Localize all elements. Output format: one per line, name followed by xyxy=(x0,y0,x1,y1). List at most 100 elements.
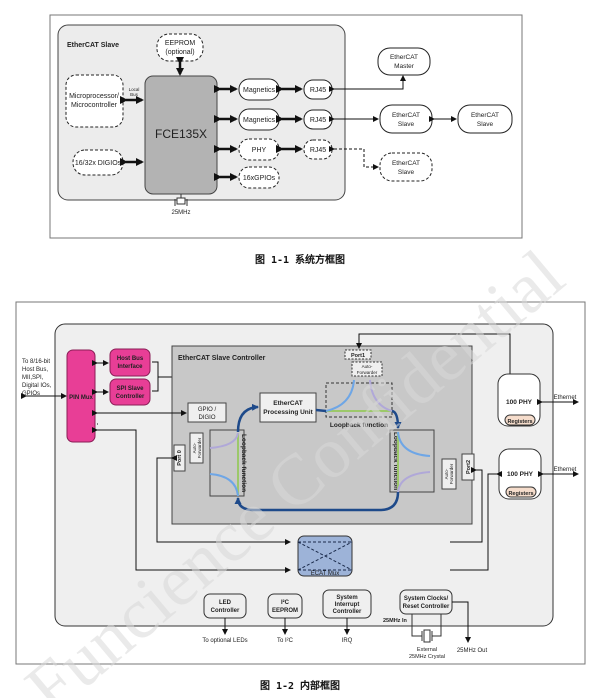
top-to-right-path xyxy=(391,409,402,429)
port1-block xyxy=(344,349,372,360)
phy-2-registers-label: Registers xyxy=(508,491,533,497)
microprocessor-block xyxy=(65,74,124,128)
system-clocks-reset-controller-block xyxy=(399,589,453,615)
auto-fwd-0-label-2: Forwarder xyxy=(197,437,202,458)
to-i2c-label: To I²C xyxy=(277,638,294,644)
figure-1-system-block-diagram: EtherCAT Slave EEPROM (optional) FCE135X… xyxy=(49,14,523,239)
master-label-2: Master xyxy=(394,63,415,70)
rj45-3-label: RJ45 xyxy=(310,147,326,154)
mhz-out-wire xyxy=(452,601,471,643)
port2-auto-forwarder xyxy=(441,458,457,490)
eeprom-block xyxy=(156,33,204,62)
crystal-in-wire xyxy=(411,614,422,637)
port1-label: Port1 xyxy=(351,353,365,359)
led-label-1: LED xyxy=(219,600,232,606)
spi-slave-controller-block xyxy=(109,378,151,406)
eeprom-label: EEPROM xyxy=(165,40,196,47)
i2c-label-2: EEPROM xyxy=(272,608,298,614)
rj45-3-block xyxy=(303,139,333,160)
right-blue-path xyxy=(397,431,431,457)
epu-label-1: EtherCAT xyxy=(273,400,303,407)
gpio-digio-block xyxy=(187,402,227,423)
digio-label: 16/32x DIGIOs xyxy=(75,160,122,167)
figure-2-internal-block-diagram: To 8/16-bit Host Bus, MII,SPI, Digital I… xyxy=(15,301,586,665)
rj45-2-label: RJ45 xyxy=(310,117,326,124)
ethercat-slave-node-2 xyxy=(457,104,513,134)
phy-2-registers xyxy=(505,486,537,498)
loopback-right-block xyxy=(389,429,435,493)
host-label-1: To 8/16-bit xyxy=(22,359,50,365)
port2-label: Port2 xyxy=(466,460,472,474)
auto-fwd-2-label-2: Forwarder xyxy=(449,463,454,484)
gpio-label-2: DIGIO xyxy=(198,415,215,421)
slave2-label-1: EtherCAT xyxy=(471,112,499,119)
ethercat-master-node xyxy=(377,47,431,76)
ethercat-slave-group-label: EtherCAT Slave xyxy=(67,42,119,49)
figure-2-caption: 图 1-2 内部框图 xyxy=(260,679,340,692)
local-bus-label: Local xyxy=(129,87,140,92)
sic-label-2: Interrupt xyxy=(335,602,360,608)
ecat-mux-crossing-icon xyxy=(297,541,353,571)
ext-crystal-label-2: 25MHz Crystal xyxy=(409,654,445,660)
irq-label: IRQ xyxy=(342,638,353,644)
spi-label-1: SPI Slave xyxy=(116,386,144,392)
host-bus-interface-block xyxy=(109,348,151,377)
port1-auto-forwarder xyxy=(351,361,383,377)
phy-label: PHY xyxy=(252,147,267,154)
sic-label-1: System xyxy=(336,595,357,601)
microprocessor-label: Microprocessor/ xyxy=(69,93,119,100)
esc-label: EtherCAT Slave Controller xyxy=(178,355,266,362)
microcontroller-label: Microcontroller xyxy=(71,102,118,109)
phy-1-registers-label: Registers xyxy=(507,419,532,425)
host-bus-label-2: Interface xyxy=(117,364,143,370)
crystal-out-wire xyxy=(432,614,442,637)
slave1-label-2: Slave xyxy=(398,121,415,128)
phy-2-label: 100 PHY xyxy=(507,471,534,478)
clk-label-2: Reset Controller xyxy=(403,604,450,610)
chip-name: FCE135X xyxy=(155,127,207,141)
auto-fwd-1-label-1: Auto- xyxy=(362,364,373,369)
ethercat-slave-node-3 xyxy=(379,152,433,182)
ethernet-2-label: Ethernet xyxy=(554,467,577,473)
figure-1-caption: 图 1-1 系统方框图 xyxy=(255,253,345,266)
port2-mux-link xyxy=(450,467,483,543)
gpio-label-1: GPIO / xyxy=(198,407,217,413)
i2c-label-1: I²C xyxy=(281,599,290,606)
right-lavender-path xyxy=(397,471,431,493)
auto-fwd-1-label-2: Forwarder xyxy=(357,370,378,375)
epu-label-2: Processing Unit xyxy=(263,409,313,416)
spi-label-2: Controller xyxy=(116,394,145,400)
port0-label: Port 0 xyxy=(177,450,183,466)
phy-1-registers xyxy=(504,414,536,426)
loopback-right-label: Loopback function xyxy=(392,432,399,490)
i2c-eeprom-block xyxy=(267,593,303,619)
pinmux-mux-link xyxy=(92,427,291,573)
epu-to-top-path xyxy=(315,408,327,413)
ethercat-processing-unit xyxy=(259,392,317,423)
master-label-1: EtherCAT xyxy=(390,54,418,61)
rj45-1-label: RJ45 xyxy=(310,87,326,94)
eeprom-optional-label: (optional) xyxy=(165,49,194,56)
pin-mux-block xyxy=(66,349,96,443)
crystal-label: 25MHz xyxy=(171,210,190,216)
magnetics-1-label: Magnetics xyxy=(243,87,275,94)
phy2-mux-link xyxy=(450,471,502,571)
phy1-port1-link xyxy=(356,333,511,398)
clk-label-1: System Clocks/ xyxy=(404,596,449,602)
mhz-in-label: 25MHz In xyxy=(383,618,407,624)
loopback-top-label: Loopback function xyxy=(330,422,388,429)
mhz-out-label: 25MHz Out xyxy=(457,648,488,654)
loopback-top-block xyxy=(325,382,393,418)
ethercat-slave-node-1 xyxy=(379,104,433,134)
host-label-4: Digital IOs, xyxy=(22,383,52,389)
gpios-label: 16xGPIOs xyxy=(243,175,276,182)
gpios-block xyxy=(238,166,280,189)
slave1-label-1: EtherCAT xyxy=(392,112,420,119)
local-bus-label-2: Bus xyxy=(130,92,139,97)
external-crystal-icon xyxy=(421,629,433,643)
ethernet-1-label: Ethernet xyxy=(554,395,577,401)
sic-label-3: Controller xyxy=(333,609,362,615)
ext-crystal-label-1: External xyxy=(417,647,437,653)
host-label-2: Host Bus, xyxy=(22,367,48,373)
